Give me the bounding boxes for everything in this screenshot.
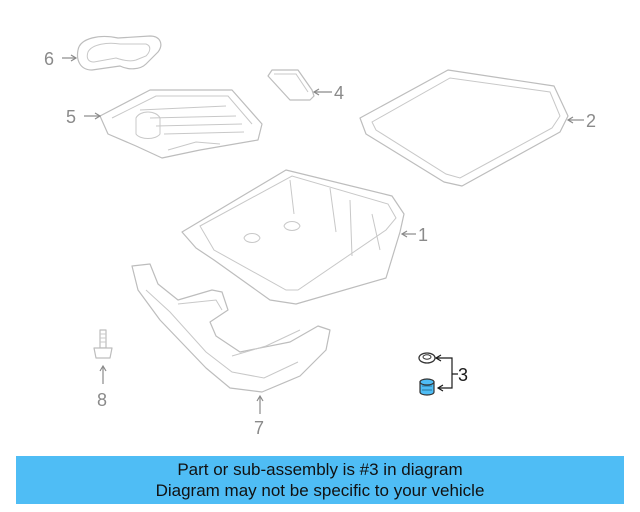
arrow-3a <box>434 354 442 362</box>
callout-1: 1 <box>418 225 428 245</box>
parts-diagram: 6 4 5 2 1 7 <box>44 35 596 438</box>
banner-line-1: Part or sub-assembly is #3 in diagram <box>177 460 463 479</box>
part-7-shield <box>131 263 331 393</box>
leader-3 <box>436 357 458 389</box>
callout-6: 6 <box>44 49 54 69</box>
arrow-4 <box>312 88 320 96</box>
banner-line-2: Diagram may not be specific to your vehi… <box>155 481 485 500</box>
info-banner: Part or sub-assembly is #3 in diagram Di… <box>16 456 624 504</box>
arrow-6 <box>70 54 78 62</box>
arrow-3b <box>436 384 444 392</box>
arrow-7 <box>256 394 264 402</box>
arrow-1 <box>400 230 408 238</box>
part-4-pad <box>267 69 315 101</box>
callout-2: 2 <box>586 111 596 131</box>
callout-5: 5 <box>66 107 76 127</box>
part-2-gasket <box>359 69 569 187</box>
callout-3: 3 <box>458 365 468 385</box>
part-1-oil-pan <box>181 169 405 305</box>
part-6-seal <box>76 35 162 71</box>
part-8-bolt <box>93 329 113 359</box>
part-5-filter <box>99 89 263 159</box>
arrow-8 <box>99 364 107 372</box>
arrow-2 <box>566 116 574 124</box>
callout-4: 4 <box>334 83 344 103</box>
callout-7: 7 <box>254 418 264 438</box>
part-3-drain-plug <box>418 352 436 396</box>
callout-8: 8 <box>97 390 107 410</box>
arrow-5 <box>94 112 102 120</box>
